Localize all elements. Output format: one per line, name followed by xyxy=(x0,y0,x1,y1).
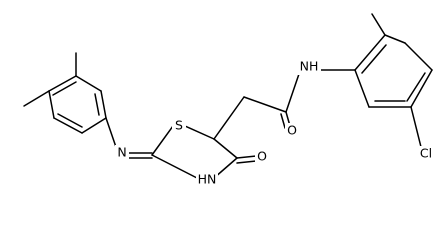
molecule-diagram: S N HN O O NH Cl xyxy=(23,13,436,188)
atom-label-amide-oxygen: O xyxy=(287,123,297,138)
bond-line xyxy=(406,72,426,102)
bond-lines xyxy=(23,13,433,179)
bond-line xyxy=(354,34,386,71)
bond-line xyxy=(52,81,77,96)
bond-line xyxy=(184,125,215,140)
bond-line xyxy=(236,155,257,159)
bond-line xyxy=(105,117,118,151)
bond-line xyxy=(81,117,107,134)
bond-line xyxy=(361,44,387,74)
bond-line xyxy=(53,117,83,134)
atom-label-ring-nh: HN xyxy=(198,172,217,187)
bond-line xyxy=(94,93,100,116)
atom-labels: S N HN O O NH Cl xyxy=(115,59,436,188)
bond-line xyxy=(410,106,422,148)
bond-line xyxy=(213,138,238,159)
bond-line xyxy=(243,96,287,113)
bond-line xyxy=(23,90,50,107)
bond-line xyxy=(151,154,198,179)
bond-line xyxy=(213,96,245,140)
atom-label-imine-nitrogen: N xyxy=(117,145,126,160)
bond-line xyxy=(354,69,370,108)
bond-line xyxy=(280,113,286,129)
atom-label-chlorine: Cl xyxy=(420,146,432,161)
bond-line xyxy=(48,75,77,92)
bond-line xyxy=(151,125,174,156)
atom-label-amide-nh: NH xyxy=(300,59,319,74)
bond-line xyxy=(285,70,301,113)
bond-line xyxy=(384,34,406,44)
atom-label-ring-carbonyl-oxygen: O xyxy=(257,149,267,164)
bond-line xyxy=(236,160,257,164)
bond-line xyxy=(410,69,433,108)
bond-line xyxy=(48,90,55,119)
bond-line xyxy=(404,42,433,71)
bond-line xyxy=(371,13,386,36)
bond-line xyxy=(75,75,102,92)
bond-line xyxy=(100,90,107,119)
bond-line xyxy=(57,113,83,128)
atom-label-sulfur: S xyxy=(175,118,183,133)
